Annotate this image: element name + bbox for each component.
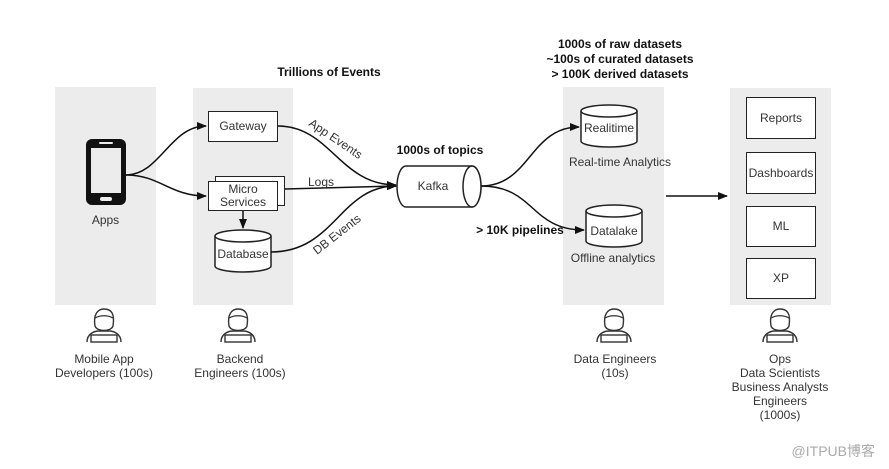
datalake-label: Datalake: [590, 224, 638, 238]
ml-label: ML: [772, 219, 790, 233]
kafka-cylinder: [396, 165, 482, 208]
micro-services-label-1: Micro: [228, 182, 258, 196]
title-trillions: Trillions of Events: [277, 65, 381, 79]
smartphone-icon: [86, 139, 126, 205]
xp-label: XP: [772, 271, 789, 285]
role-data: Data Engineers (10s): [573, 352, 657, 380]
edge-apps-micro: [125, 174, 207, 200]
datalake-cylinder: [585, 204, 643, 248]
edge-apps-gateway: [125, 122, 207, 176]
person-icon-backend: [220, 308, 256, 343]
gateway-box: Gateway: [208, 111, 278, 142]
edge-kafka-datalake: [480, 185, 585, 234]
title-datasets-3: > 100K derived datasets: [551, 67, 689, 81]
ml-box: ML: [746, 206, 816, 247]
micro-services-box: Micro Services: [208, 181, 278, 211]
realtime-cylinder: [580, 104, 638, 148]
person-icon-consumers: [762, 308, 798, 343]
label-pipelines: > 10K pipelines: [476, 223, 564, 237]
datalake-caption: Offline analytics: [570, 251, 656, 265]
edge-logs: [284, 182, 397, 191]
reports-box: Reports: [746, 97, 816, 139]
dashboards-box: Dashboards: [746, 152, 816, 194]
title-datasets-2: ~100s of curated datasets: [546, 52, 694, 66]
role-mobile: Mobile App Developers (100s): [54, 352, 154, 380]
micro-services-label-2: Services: [219, 195, 266, 209]
role-consumers: Ops Data Scientists Business Analysts En…: [731, 352, 829, 422]
realtime-caption: Real-time Analytics: [568, 155, 672, 169]
title-datasets-1: 1000s of raw datasets: [557, 37, 683, 51]
apps-label: Apps: [91, 213, 120, 227]
realtime-label: Realitime: [583, 121, 634, 135]
xp-box: XP: [746, 258, 816, 299]
person-icon-data: [596, 308, 632, 343]
edge-label-logs: Logs: [308, 175, 334, 189]
reports-label: Reports: [759, 110, 803, 125]
title-topics: 1000s of topics: [396, 143, 484, 157]
edge-kafka-realtime: [480, 123, 580, 187]
watermark: @ITPUB博客: [791, 443, 875, 459]
database-label: Database: [217, 247, 269, 261]
edge-app-events: [277, 125, 397, 189]
database-cylinder: [214, 229, 272, 273]
kafka-label: Kafka: [417, 179, 449, 193]
person-icon-mobile: [86, 308, 122, 343]
edge-db-events: [270, 182, 397, 253]
gateway-label: Gateway: [219, 119, 267, 133]
dashboards-label: Dashboards: [748, 165, 814, 180]
role-backend: Backend Engineers (100s): [194, 352, 286, 380]
